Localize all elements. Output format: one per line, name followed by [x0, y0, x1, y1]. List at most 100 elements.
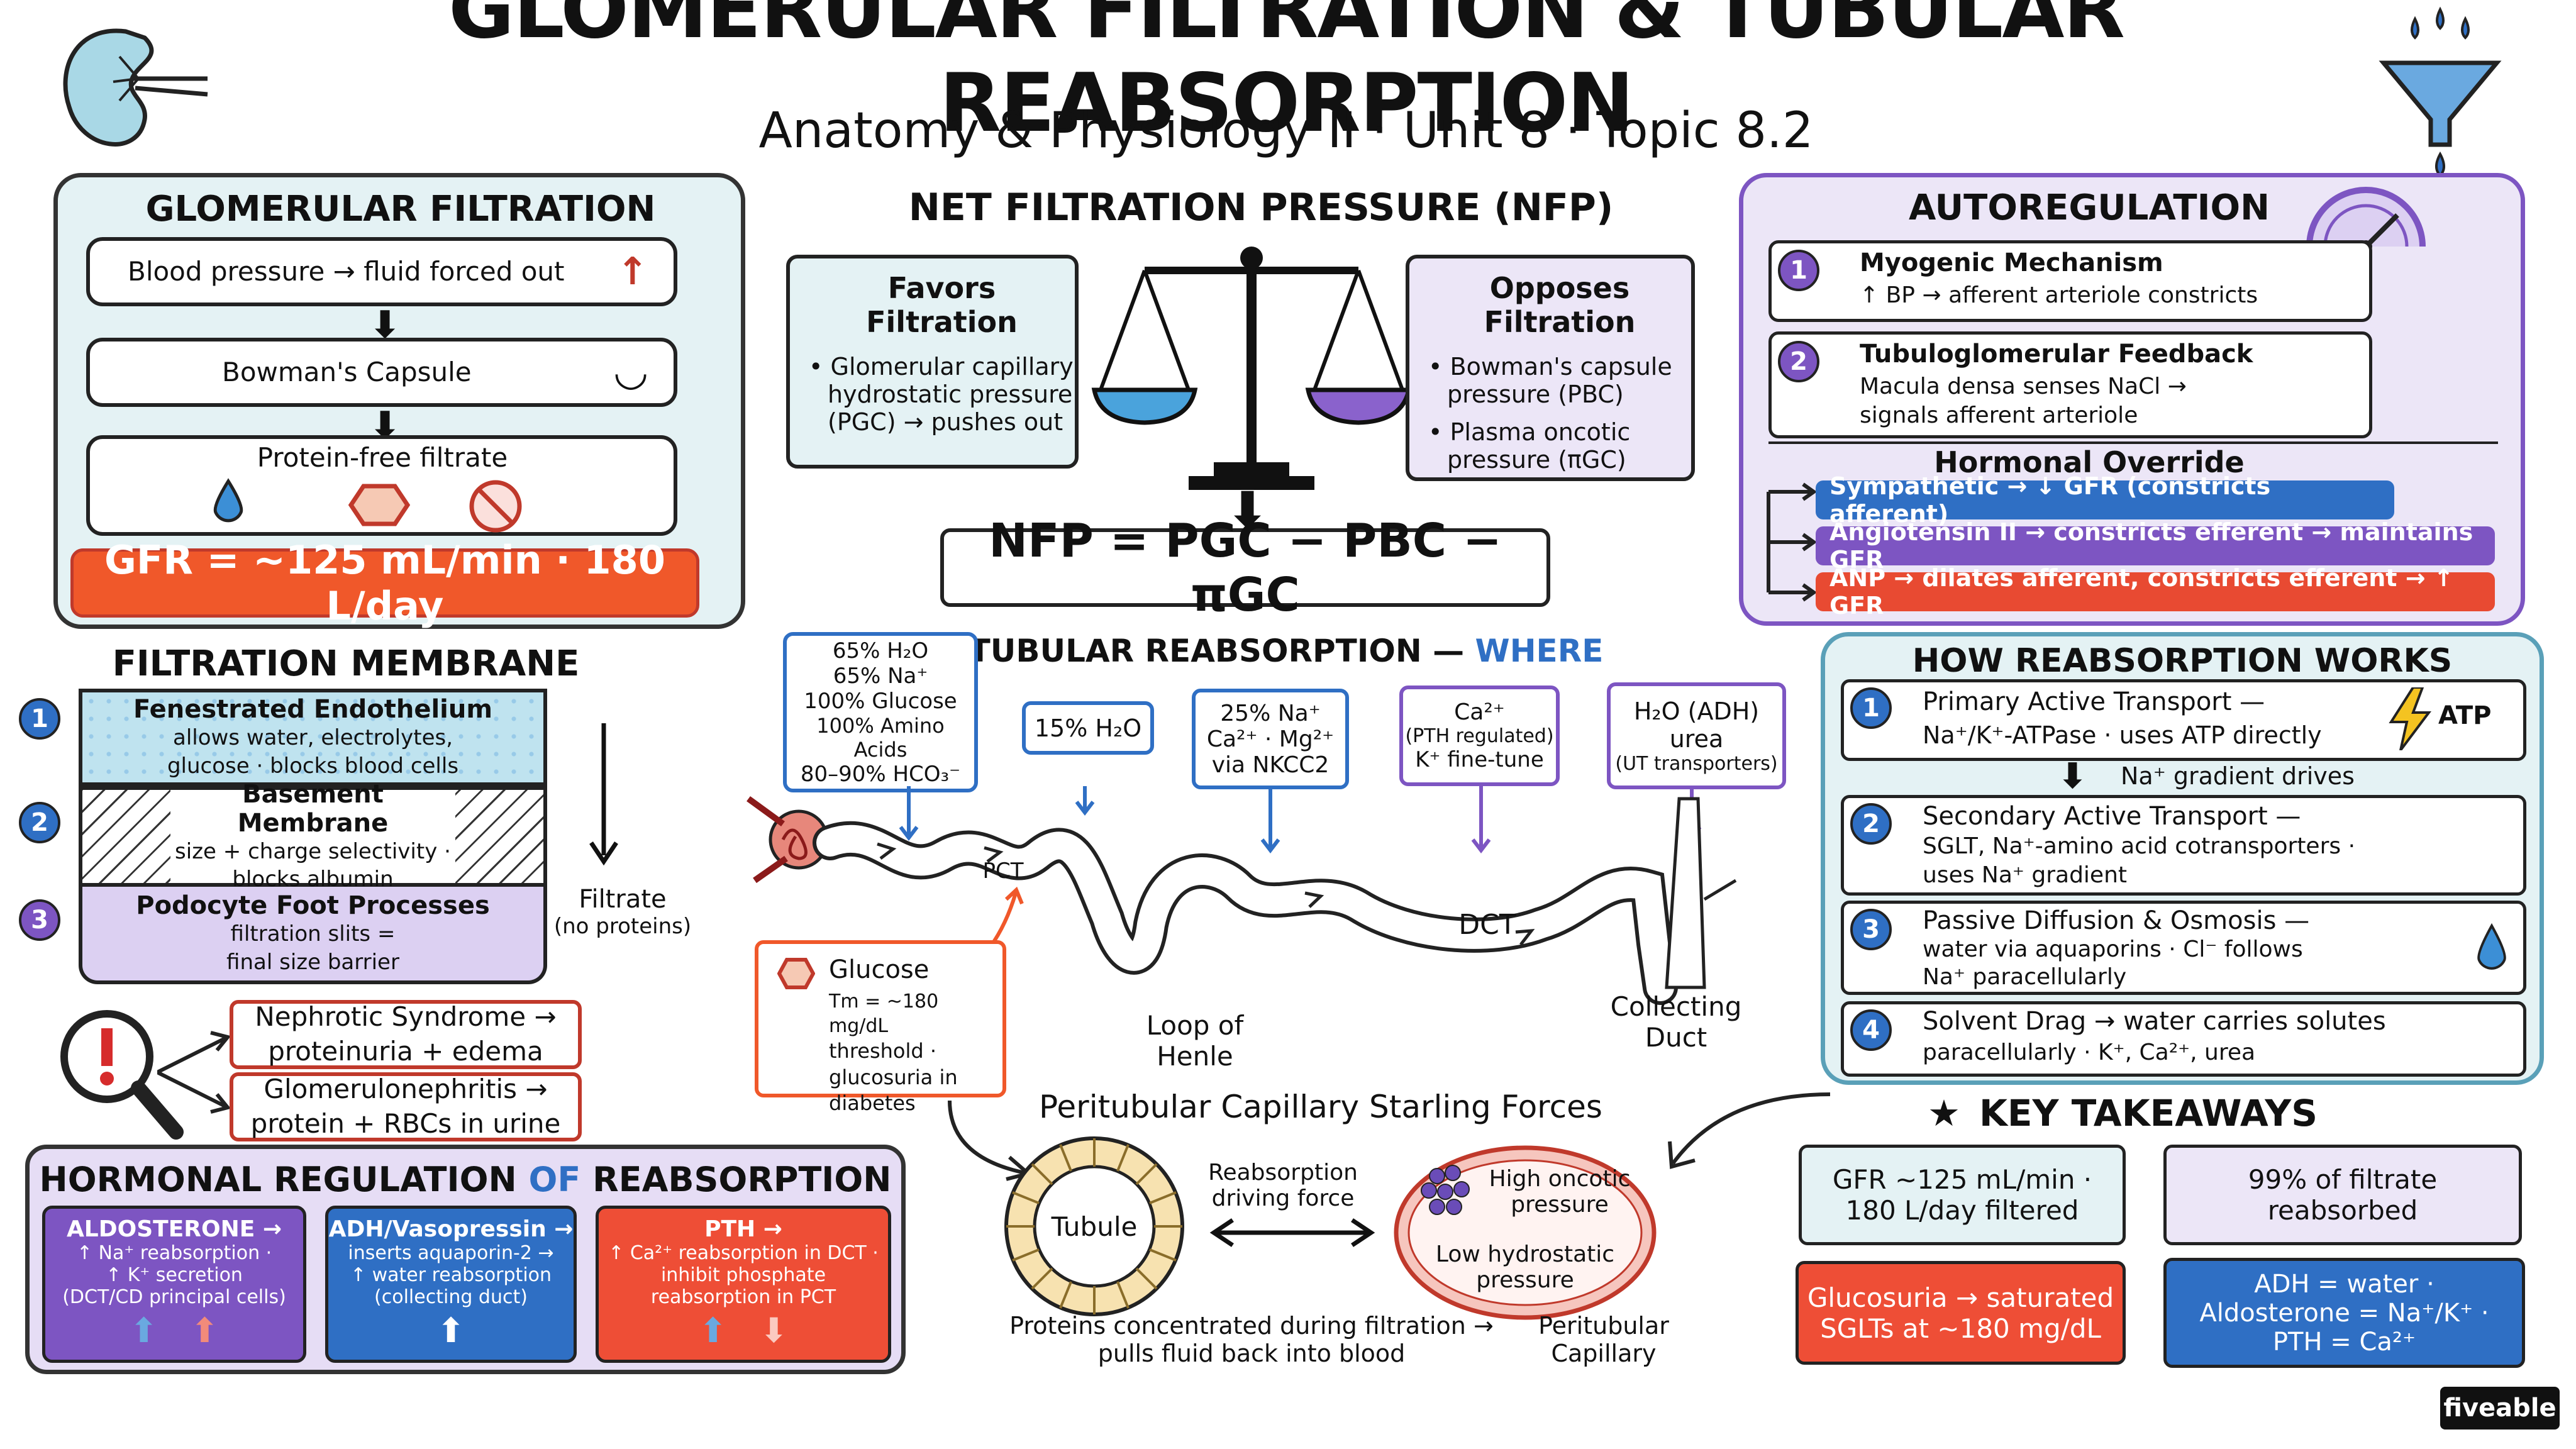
- adh-l2: ↑ water reabsorption: [350, 1264, 552, 1286]
- layer2-desc1: size + charge selectivity ·: [175, 838, 451, 864]
- how3-l2: water via aquaporins · Cl⁻ follows: [1923, 936, 2303, 962]
- override-branch-arrows: [1756, 479, 1819, 605]
- tgf-desc1: Macula densa senses NaCl →: [1860, 374, 2187, 399]
- tubular-heading: TUBULAR REABSORPTION — WHERE: [969, 626, 1604, 676]
- aldo-arrows-icon: ⬆ ⬆: [130, 1311, 219, 1350]
- how-heading: HOW REABSORPTION WORKS: [1912, 642, 2453, 680]
- water-drop-icon: [2473, 923, 2511, 976]
- nfp-formula: NFP = PGC − PBC − πGC: [940, 514, 1550, 622]
- pth-l1: ↑ Ca²⁺ reabsorption in DCT ·: [608, 1242, 879, 1264]
- autoregulation-panel: AUTOREGULATION 1 Myogenic Mechanism ↑ BP…: [1739, 173, 2525, 626]
- tk4-c: PTH = Ca²⁺: [2272, 1327, 2416, 1357]
- peritubular-capillary-label: Peritubular Capillary: [1522, 1305, 1685, 1374]
- adh-arrow-icon: ⬆: [436, 1311, 465, 1350]
- tgf-desc2: signals afferent arteriole: [1860, 402, 2138, 428]
- how3-number: 3: [1850, 909, 1892, 950]
- double-arrow-icon: [1208, 1217, 1377, 1248]
- favors-bullet: • Glomerular capillary: [809, 353, 1074, 380]
- how1-l2: Na⁺/K⁺-ATPase · uses ATP directly: [1923, 721, 2322, 749]
- how2-number: 2: [1850, 803, 1892, 845]
- layer-number-2: 2: [19, 802, 60, 843]
- how-item-2: 2 Secondary Active Transport — SGLT, Na⁺…: [1841, 795, 2526, 896]
- loop-label: Loop of Henle: [1126, 1006, 1264, 1075]
- clinical2-line2: protein + RBCs in urine: [250, 1108, 561, 1139]
- hormonal-heading-a: HORMONAL REGULATION: [39, 1159, 529, 1199]
- adh-title: ADH/Vasopressin →: [328, 1216, 574, 1242]
- cd-label-l1: Collecting: [1610, 991, 1742, 1022]
- takeaways-title: KEY TAKEAWAYS: [1979, 1092, 2318, 1135]
- how2-l3: uses Na⁺ gradient: [1923, 862, 2128, 888]
- kidney-icon: [50, 19, 214, 164]
- how1-l1: Primary Active Transport —: [1923, 687, 2265, 716]
- pth-title: PTH →: [704, 1216, 782, 1242]
- force-l1: Reabsorption: [1208, 1160, 1358, 1185]
- how-item-4: 4 Solvent Drag → water carries solutes p…: [1841, 1001, 2526, 1077]
- dct-reabsorption-box: Ca²⁺ (PTH regulated) K⁺ fine-tune: [1399, 686, 1560, 786]
- tk2-b: reabsorbed: [2267, 1195, 2418, 1226]
- tk3-a: Glucosuria → saturated: [1807, 1282, 2114, 1313]
- glucose-card: Glucose Tm = ~180 mg/dL threshold · gluc…: [755, 940, 1006, 1115]
- aldo-title: ALDOSTERONE →: [66, 1216, 282, 1242]
- step-filtrate: Protein-free filtrate: [86, 435, 677, 536]
- layer-number-3: 3: [19, 899, 60, 941]
- dct-label: DCT: [1458, 908, 1516, 941]
- adh-l3: (collecting duct): [374, 1286, 528, 1308]
- glucose-l1: Tm = ~180 mg/dL: [829, 991, 939, 1037]
- dct-l1: Ca²⁺: [1454, 699, 1505, 725]
- takeaways-heading: ★ KEY TAKEAWAYS: [1918, 1088, 2327, 1138]
- high-oncotic-label: High oncotic pressure: [1478, 1160, 1641, 1223]
- atp-label: ATP: [2438, 701, 2492, 730]
- layer3-desc1: filtration slits =: [230, 921, 396, 947]
- autoregulation-heading: AUTOREGULATION: [1909, 187, 2270, 228]
- asc-l2: Ca²⁺ · Mg²⁺: [1206, 726, 1335, 752]
- card-adh: ADH/Vasopressin → inserts aquaporin-2 → …: [325, 1206, 577, 1363]
- clinical1-line1: Nephrotic Syndrome →: [255, 1001, 557, 1033]
- glomerular-filtration-panel: GLOMERULAR FILTRATION Blood pressure → f…: [53, 173, 745, 629]
- tgf-card: 2 Tubuloglomerular Feedback Macula densa…: [1768, 331, 2372, 438]
- high-l2: pressure: [1511, 1192, 1609, 1218]
- up-arrow-icon: ↑: [616, 250, 648, 294]
- pth-arrows-icon: ⬆ ⬇: [699, 1311, 788, 1350]
- loop-l2: Henle: [1157, 1041, 1233, 1072]
- capsule-icon: ◡: [613, 348, 648, 396]
- hormonal-regulation-panel: HORMONAL REGULATION OF REABSORPTION ALDO…: [25, 1145, 906, 1374]
- aldo-l2: ↑ K⁺ secretion: [106, 1264, 243, 1286]
- pct-l4: 100% Amino Acids: [816, 713, 945, 762]
- curved-arrow-right: [1660, 1088, 1836, 1176]
- step2-label: Bowman's Capsule: [222, 356, 472, 387]
- filtrate-label: Filtrate (no proteins): [553, 877, 692, 947]
- clinical2-line1: Glomerulonephritis →: [264, 1074, 548, 1105]
- reabsorption-force-label: Reabsorption driving force: [1182, 1154, 1384, 1217]
- how4-l2: paracellularly · K⁺, Ca²⁺, urea: [1923, 1040, 2256, 1065]
- override-heading: Hormonal Override: [1934, 445, 2245, 479]
- opposes-a2: pressure (PBC): [1447, 380, 1624, 408]
- cap-l2: Capillary: [1551, 1340, 1657, 1367]
- tubular-heading-b: WHERE: [1475, 633, 1604, 669]
- star-icon: ★: [1927, 1092, 1960, 1135]
- funnel-icon: [2371, 6, 2509, 182]
- tgf-title: Tubuloglomerular Feedback: [1860, 340, 2253, 369]
- favors-filtration-card: Favors Filtration • Glomerular capillary…: [786, 255, 1079, 469]
- starling-footnote: Proteins concentrated during filtration …: [994, 1305, 1509, 1374]
- how-item-1: 1 Primary Active Transport — Na⁺/K⁺-ATPa…: [1841, 679, 2526, 761]
- myogenic-number: 1: [1778, 250, 1819, 291]
- pct-l5: 80–90% HCO₃⁻: [800, 761, 961, 787]
- filtrate-sub: (no proteins): [553, 914, 692, 939]
- tk4-b: Aldosterone = Na⁺/K⁺ ·: [2199, 1298, 2489, 1328]
- low-l1: Low hydrostatic: [1435, 1241, 1615, 1267]
- tk1-a: GFR ~125 mL/min ·: [1832, 1164, 2092, 1195]
- cd-reabsorption-box: H₂O (ADH) urea (UT transporters): [1607, 682, 1786, 789]
- how3-l3: Na⁺ paracellularly: [1923, 964, 2127, 990]
- pct-l2: 65% Na⁺: [833, 663, 928, 689]
- how4-number: 4: [1850, 1009, 1892, 1051]
- step-blood-pressure: Blood pressure → fluid forced out ↑: [86, 237, 677, 306]
- no-protein-icon: [467, 478, 524, 535]
- cd-l3: (UT transporters): [1615, 752, 1778, 775]
- pth-l3: reabsorption in PCT: [650, 1286, 836, 1308]
- card-pth: PTH → ↑ Ca²⁺ reabsorption in DCT · inhib…: [596, 1206, 891, 1363]
- pth-l2: inhibit phosphate: [660, 1264, 826, 1286]
- fiveable-logo[interactable]: fiveable: [2440, 1387, 2560, 1430]
- gfr-banner: GFR = ~125 mL/min · 180 L/day: [70, 537, 699, 629]
- how1-number: 1: [1850, 687, 1892, 729]
- myogenic-desc: ↑ BP → afferent arteriole constricts: [1860, 282, 2258, 308]
